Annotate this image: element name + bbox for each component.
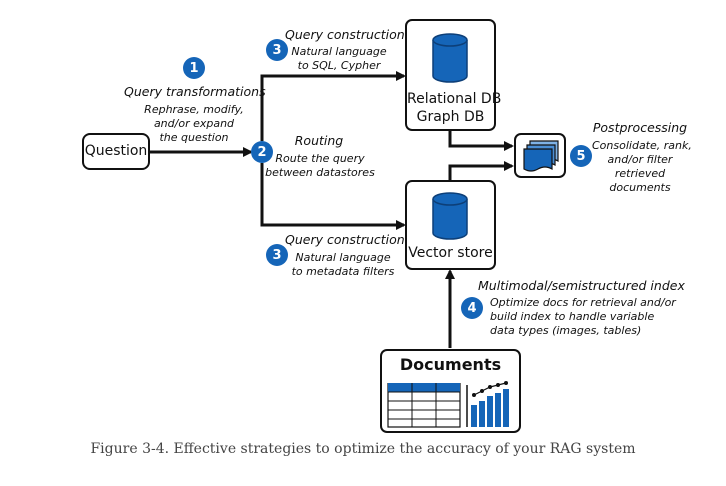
step-4-desc-line: Optimize docs for retrieval and/or [490,296,676,309]
step-5-title: Postprocessing [592,120,688,135]
step-2-desc-line: Route the query [275,152,365,165]
step-3-badge: 3 [266,244,288,266]
step-3-desc-line: to metadata filters [291,265,395,278]
step-3-title: Query construction [285,232,405,247]
stacked-documents-icon [523,140,559,172]
step-3-desc-line: Natural language [291,45,387,58]
step-1-desc-line: Rephrase, modify, [144,103,244,116]
step-5-desc-line: documents [609,181,671,194]
database-icon [432,192,468,240]
arrow-vector-to-post [448,161,514,180]
step-5-desc-line: retrieved [614,167,666,180]
step-1-badge: 1 [183,57,205,79]
step-1-desc-line: the question [159,131,229,144]
step-4-title: Multimodal/semistructured index [478,278,685,293]
step-5-badge: 5 [570,145,592,167]
documents-label: Documents [399,355,502,374]
step-1-title: Query transformations [124,84,266,99]
step-3-title: Query construction [285,27,405,42]
step-4-badge: 4 [461,297,483,319]
step-2-desc-line: between datastores [265,166,375,179]
arrow-relational-to-post [448,131,514,151]
step-5-desc-line: and/or filter [607,153,673,166]
step-4-desc-line: build index to handle variable [490,310,655,323]
vector-store-node: Vector store [405,180,496,270]
question-node: Question [82,133,150,170]
relational-db-label: Relational DB [407,91,502,107]
question-label: Question [84,143,148,159]
arrow-router-to-relational [260,71,406,141]
table-icon [387,383,461,428]
bar-chart-icon [466,381,509,427]
graph-db-label: Graph DB [416,109,485,125]
step-5-desc-line: Consolidate, rank, [592,139,692,152]
step-4-desc-line: data types (images, tables) [490,324,642,337]
database-icon [432,33,468,83]
step-2-badge: 2 [251,141,273,163]
step-2-title: Routing [294,133,344,148]
step-3-badge: 3 [266,39,288,61]
retrieved-docs-node [514,133,566,178]
step-1-desc-line: and/or expand [153,117,235,130]
figure-caption: Figure 3-4. Effective strategies to opti… [90,441,636,457]
documents-node: Documents [380,349,521,433]
step-3-desc-line: Natural language [295,251,391,264]
relational-db-node: Relational DB Graph DB [405,19,502,131]
vector-store-label: Vector store [408,245,493,261]
arrow-router-to-vector [260,163,406,230]
step-3-desc-line: to SQL, Cypher [297,59,381,72]
